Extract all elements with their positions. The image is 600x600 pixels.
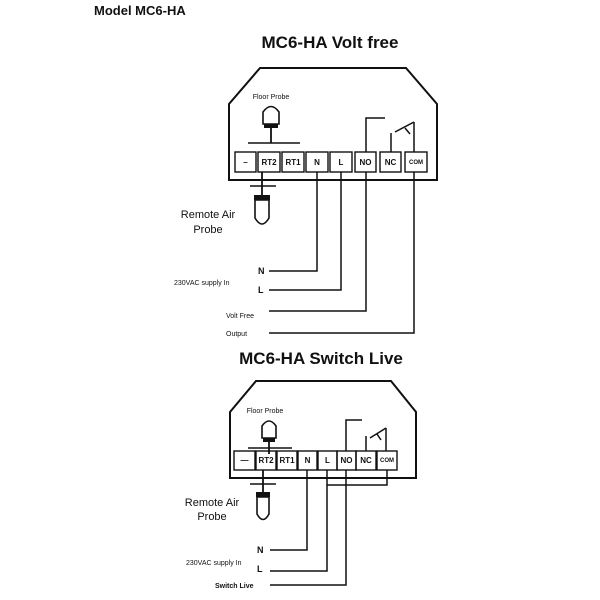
terminal-label: NO [341,456,353,465]
floor-probe-icon [248,105,300,144]
terminal-label: N [314,158,320,167]
terminal-rt1 [281,151,305,173]
supply-label: 230VAC supply In [186,560,242,567]
terminal-rt2 [257,151,281,173]
diagram-title: MC6-HA Volt free [262,33,399,52]
floor-probe-label: Floor Probe [247,408,284,415]
terminal-rt1 [276,450,298,471]
supply-l-label: L [258,285,264,295]
terminal-label: COM [409,160,423,166]
terminal-label: RT2 [261,158,277,167]
remote-air-probe-label: Probe [197,511,226,523]
terminal-label: L [325,456,330,465]
output-label: Volt Free [226,313,254,320]
thermostat-housing [228,67,438,181]
terminal-label: RT2 [258,456,274,465]
terminal-minus [234,151,257,173]
terminal-block: – RT2 RT1 N L NO NC COM [234,151,428,173]
terminal-label: – [243,158,248,167]
diagram-volt-free: MC6-HA Volt free Floor Probe – RT2 RT1 N… [174,33,438,338]
terminal-label: — [241,456,249,465]
terminal-label: NC [360,456,372,465]
diagram-title: MC6-HA Switch Live [239,349,403,368]
remote-air-probe-icon [250,470,276,521]
terminal-label: RT1 [285,158,301,167]
remote-air-probe-label: Probe [193,224,222,236]
supply-wires [270,470,347,586]
remote-air-probe-icon [250,172,276,225]
terminal-com [404,151,428,173]
remote-air-probe-label: Remote Air [185,497,240,509]
terminal-label: RT1 [279,456,295,465]
terminal-label: N [305,456,311,465]
floor-probe-label: Floor Probe [253,94,290,101]
terminal-label: COM [380,458,394,464]
supply-l-label: L [257,564,263,574]
output-label: Switch Live [215,583,254,590]
relay-switch-icon [326,419,388,486]
relay-switch-icon [365,117,415,152]
remote-air-probe-label: Remote Air [181,209,236,221]
supply-n-label: N [258,266,265,276]
output-label: Output [226,331,247,338]
supply-wires [269,172,415,334]
terminal-minus [233,450,256,471]
terminal-label: NO [360,158,372,167]
diagram-switch-live: MC6-HA Switch Live Floor Probe — RT2 RT1… [185,349,417,590]
supply-label: 230VAC supply In [174,280,230,287]
thermostat-housing [229,380,417,479]
terminal-label: NC [385,158,397,167]
supply-n-label: N [257,545,264,555]
page-title: Model MC6-HA [94,3,186,18]
terminal-block: — RT2 RT1 N L NO NC COM [233,450,398,471]
terminal-label: L [339,158,344,167]
floor-probe-icon [248,420,292,454]
terminal-rt2 [255,450,277,471]
